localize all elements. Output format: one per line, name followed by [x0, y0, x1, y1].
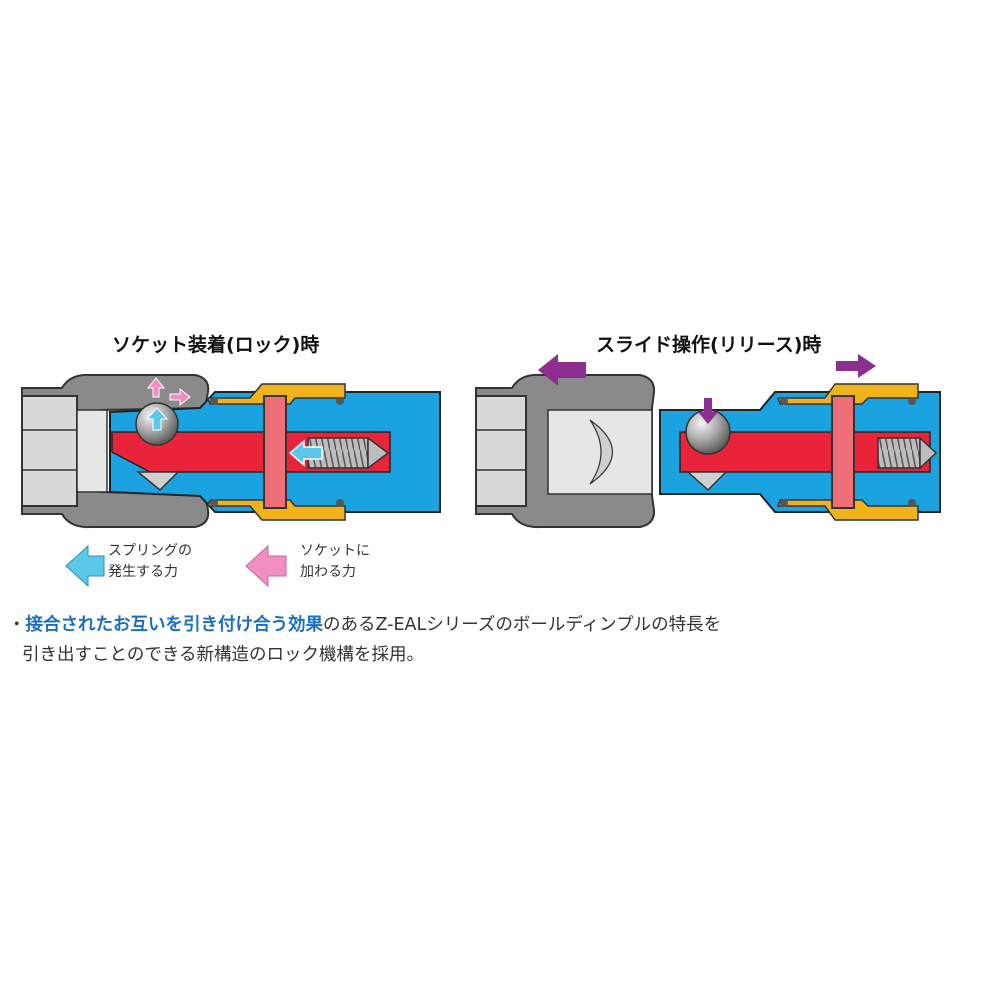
spring-right [877, 437, 921, 469]
legend-socket-line1: ソケットに [300, 543, 370, 559]
spring-force-arrow-up [145, 407, 169, 431]
legend-spring-line2: 発生する力 [108, 564, 178, 580]
dimple-left [135, 471, 180, 492]
sleeve-top-left [206, 383, 346, 405]
release-arrow-right [836, 354, 876, 378]
caption-line1: ・接合されたお互いを引き付け合う効果のあるZ-EALシリーズのボールディンプルの… [8, 610, 993, 640]
socket-force-arrow-up [146, 377, 166, 398]
right-diagram [475, 354, 941, 529]
right-panel-title: スライド操作(リリース)時 [596, 334, 822, 356]
legend-spring-label: スプリングの 発生する力 [108, 541, 192, 583]
caption-highlight: 接合されたお互いを引き付け合う効果 [25, 615, 324, 635]
lock-pin-left [263, 395, 287, 509]
legend-socket-arrow [245, 544, 287, 588]
socket-bore-right [547, 409, 653, 495]
ball-push-arrow-down [698, 398, 718, 424]
caption-line2: 引き出すことのできる新構造のロック機構を採用。 [22, 645, 424, 665]
socket-bore-left [76, 409, 108, 493]
legend-socket-line2: 加わる力 [300, 564, 356, 580]
spring-force-arrow-left [288, 439, 323, 467]
lock-pin-right [831, 395, 855, 509]
caption: ・接合されたお互いを引き付け合う効果のあるZ-EALシリーズのボールディンプルの… [8, 610, 993, 670]
release-arrow-left [538, 354, 586, 386]
sleeve-bottom-right [776, 499, 919, 521]
legend-socket-label: ソケットに 加わる力 [300, 541, 370, 583]
dimple-right [686, 471, 728, 492]
legend-spring-arrow [65, 544, 105, 588]
legend-spring-line1: スプリングの [108, 543, 192, 559]
left-diagram [21, 373, 441, 529]
socket-force-arrow-right [169, 387, 191, 407]
sleeve-bottom-left [206, 499, 346, 521]
sleeve-top-right [776, 383, 919, 405]
socket-hex-right [475, 395, 527, 507]
left-panel-title: ソケット装着(ロック)時 [112, 334, 320, 356]
caption-line1-rest: のあるZ-EALシリーズのボールディンプルの特長を [323, 615, 722, 635]
socket-hex-left [21, 395, 78, 507]
caption-bullet: ・ [8, 615, 26, 635]
